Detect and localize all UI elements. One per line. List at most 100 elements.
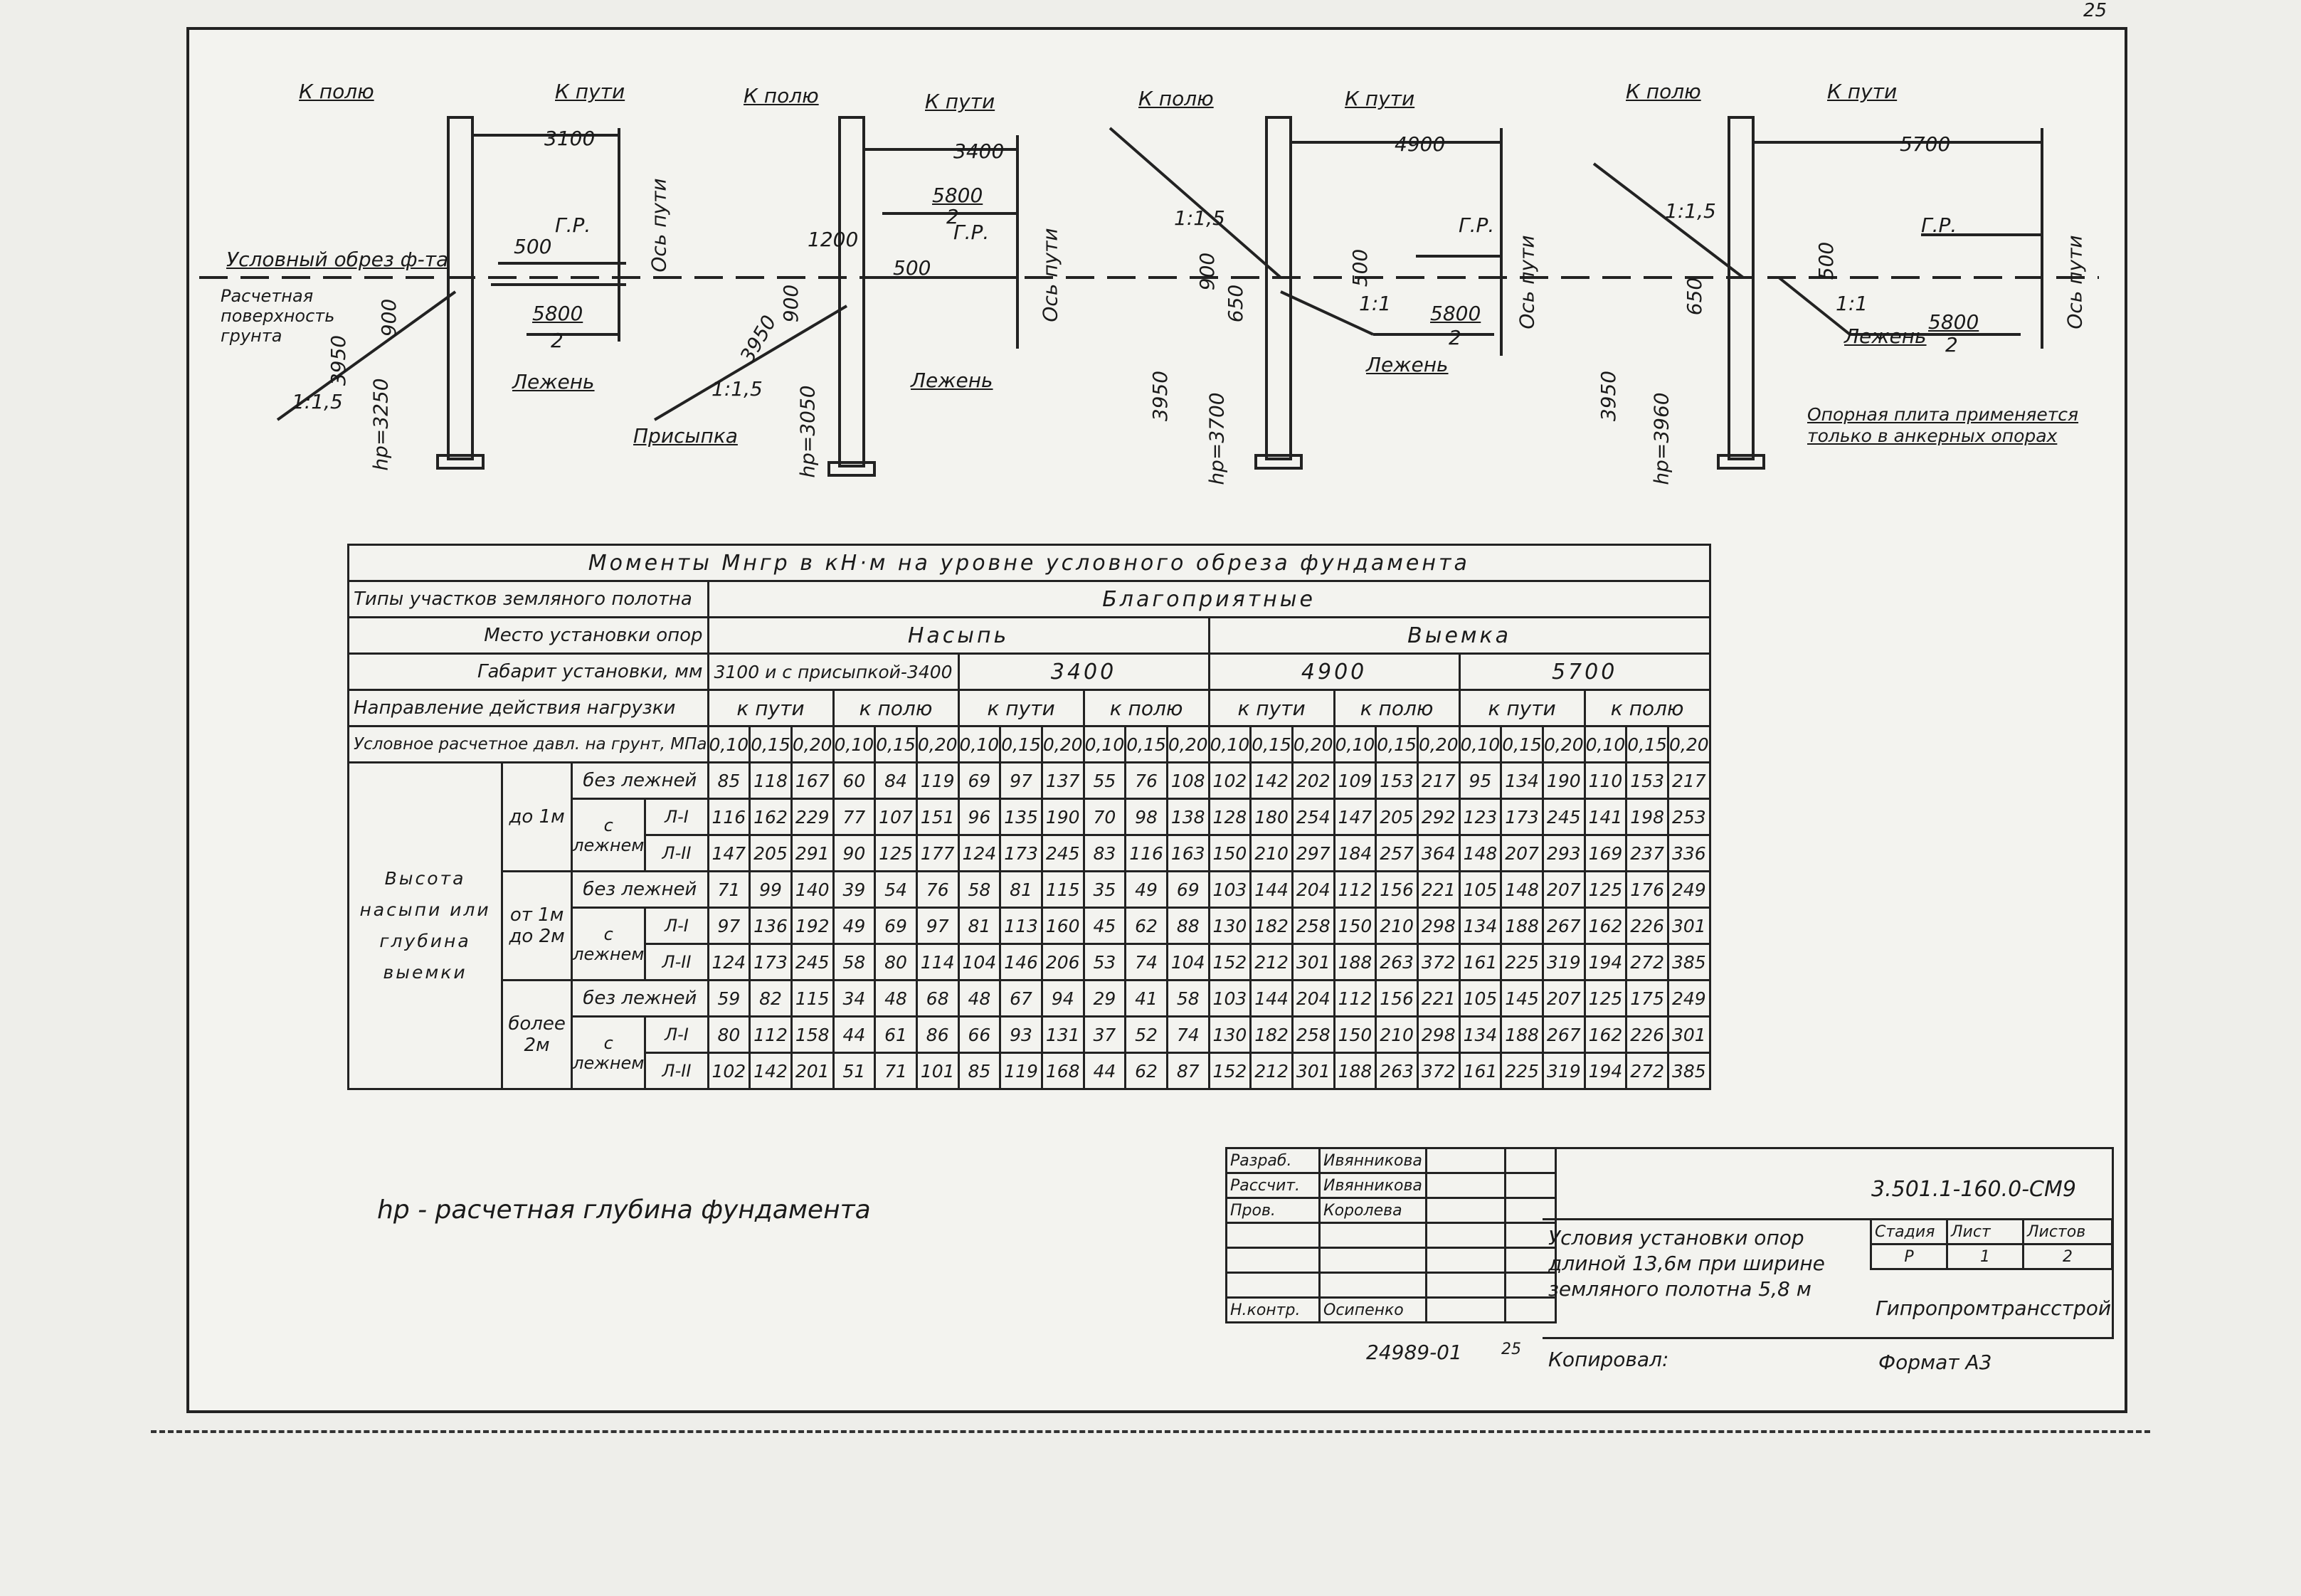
d3-to-track: К пути bbox=[1345, 87, 1415, 110]
d4-axis: Ось пути bbox=[2063, 235, 2087, 329]
d3-half-width: 5800 bbox=[1430, 302, 1481, 325]
moment-value: 272 bbox=[1625, 943, 1669, 981]
moment-value: 301 bbox=[1291, 943, 1335, 981]
direction-cell: к пути bbox=[957, 689, 1085, 727]
moment-value: 206 bbox=[1040, 943, 1085, 981]
moment-value: 145 bbox=[1500, 979, 1544, 1018]
inventory-sheet: 25 bbox=[1501, 1341, 1521, 1358]
moment-value: 245 bbox=[790, 943, 835, 981]
moment-value: 212 bbox=[1249, 1052, 1294, 1090]
moments-table: Моменты Мнгр в кН·м на уровне условного … bbox=[347, 544, 1711, 1090]
moment-value: 190 bbox=[1541, 761, 1586, 800]
title-divider bbox=[1543, 1218, 2112, 1220]
moment-value: 253 bbox=[1666, 798, 1711, 836]
pressure-cell: 0,20 bbox=[915, 725, 960, 763]
group-label: от 1м до 2м bbox=[501, 870, 573, 981]
moment-value: 119 bbox=[915, 761, 960, 800]
d1-sleeper: Лежень bbox=[512, 370, 595, 393]
moment-value: 225 bbox=[1500, 943, 1544, 981]
signature-role: Н.контр. bbox=[1225, 1296, 1321, 1323]
moment-value: 135 bbox=[999, 798, 1043, 836]
moment-value: 130 bbox=[1207, 1015, 1252, 1054]
moment-value: 150 bbox=[1207, 834, 1252, 872]
moment-value: 77 bbox=[832, 798, 877, 836]
moment-value: 147 bbox=[1333, 798, 1377, 836]
d1-surface-label: Расчетная поверхность грунта bbox=[221, 286, 335, 346]
pressure-cell: 0,20 bbox=[790, 725, 835, 763]
moment-value: 319 bbox=[1541, 1052, 1586, 1090]
moment-value: 245 bbox=[1541, 798, 1586, 836]
moment-value: 237 bbox=[1625, 834, 1669, 872]
sheets-label: Листов bbox=[2022, 1218, 2113, 1245]
sleeper-type: Л-I bbox=[644, 1015, 709, 1054]
inventory-number: 24989-01 bbox=[1366, 1341, 1462, 1364]
d3-gr: Г.Р. bbox=[1459, 213, 1495, 237]
moment-value: 160 bbox=[1040, 907, 1085, 945]
d3-to-field: К полю bbox=[1138, 87, 1214, 110]
moment-value: 267 bbox=[1541, 907, 1586, 945]
moment-value: 297 bbox=[1291, 834, 1335, 872]
moment-value: 104 bbox=[1165, 943, 1210, 981]
moment-value: 71 bbox=[707, 870, 751, 909]
d1-dim900: 900 bbox=[377, 298, 401, 337]
moment-value: 188 bbox=[1333, 1052, 1377, 1090]
d1-slope: 1:1,5 bbox=[292, 390, 343, 413]
pressure-cell: 0,15 bbox=[749, 725, 793, 763]
pressure-cell: 0,20 bbox=[1165, 725, 1210, 763]
signature-role bbox=[1225, 1247, 1321, 1274]
d4-to-track: К пути bbox=[1827, 80, 1898, 103]
sleeper-type: Л-I bbox=[644, 798, 709, 836]
moment-value: 44 bbox=[1082, 1052, 1127, 1090]
moment-value: 137 bbox=[1040, 761, 1085, 800]
d1-depth: 3950 bbox=[327, 334, 351, 386]
moment-value: 58 bbox=[832, 943, 877, 981]
direction-cell: к полю bbox=[1583, 689, 1711, 727]
moment-value: 249 bbox=[1666, 870, 1711, 909]
gabarit-5700: 5700 bbox=[1458, 652, 1711, 691]
pressure-cell: 0,10 bbox=[1082, 725, 1127, 763]
d1-half-width: 5800 bbox=[532, 302, 583, 325]
moment-value: 301 bbox=[1666, 907, 1711, 945]
d4-gabarit: 5700 bbox=[1900, 132, 1951, 156]
moment-value: 109 bbox=[1333, 761, 1377, 800]
pressure-cell: 0,15 bbox=[1500, 725, 1544, 763]
moment-value: 104 bbox=[957, 943, 1002, 981]
moment-value: 263 bbox=[1375, 1052, 1419, 1090]
moment-value: 70 bbox=[1082, 798, 1127, 836]
drawing-code: 3.501.1-160.0-СМ9 bbox=[1871, 1177, 2076, 1202]
row-label: без лежней bbox=[571, 870, 709, 909]
moment-value: 101 bbox=[915, 1052, 960, 1090]
moment-value: 134 bbox=[1458, 907, 1503, 945]
moment-value: 103 bbox=[1207, 979, 1252, 1018]
d2-dim500: 500 bbox=[893, 256, 931, 280]
d4-slope: 1:1,5 bbox=[1665, 199, 1716, 223]
sheet-corner-number: 25 bbox=[2083, 0, 2107, 21]
moment-value: 272 bbox=[1625, 1052, 1669, 1090]
moment-value: 112 bbox=[1333, 979, 1377, 1018]
moment-value: 190 bbox=[1040, 798, 1085, 836]
d4-sleeper: Лежень bbox=[1844, 324, 1927, 348]
date-cell bbox=[1503, 1272, 1557, 1299]
moment-value: 125 bbox=[874, 834, 918, 872]
moment-value: 116 bbox=[1124, 834, 1168, 872]
d1-hp: hp=3250 bbox=[369, 378, 393, 471]
d1-to-field: К полю bbox=[299, 80, 374, 103]
moment-value: 205 bbox=[749, 834, 793, 872]
moment-value: 141 bbox=[1583, 798, 1628, 836]
moment-value: 293 bbox=[1541, 834, 1586, 872]
signature-name: Королева bbox=[1318, 1197, 1427, 1224]
moment-value: 372 bbox=[1416, 1052, 1461, 1090]
moment-value: 201 bbox=[790, 1052, 835, 1090]
moment-value: 87 bbox=[1165, 1052, 1210, 1090]
moment-value: 51 bbox=[832, 1052, 877, 1090]
moment-value: 134 bbox=[1500, 761, 1544, 800]
moment-value: 147 bbox=[707, 834, 751, 872]
signature-cell bbox=[1424, 1272, 1506, 1299]
d4-two: 2 bbox=[1945, 333, 1958, 356]
group-label: более 2м bbox=[501, 979, 573, 1090]
moment-value: 150 bbox=[1333, 1015, 1377, 1054]
moment-value: 161 bbox=[1458, 1052, 1503, 1090]
pressure-cell: 0,10 bbox=[1333, 725, 1377, 763]
drawing-description: Условия установки опор длиной 13,6м при … bbox=[1548, 1226, 1825, 1301]
moment-value: 97 bbox=[707, 907, 751, 945]
